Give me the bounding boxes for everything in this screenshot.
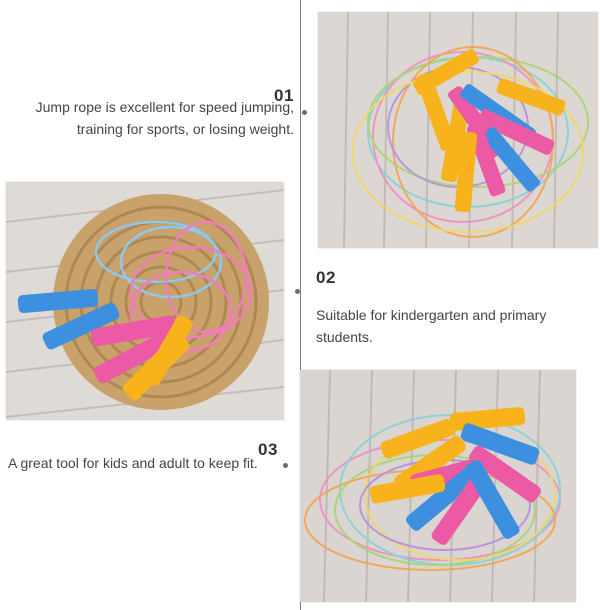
jump-ropes-on-mat-photo — [6, 182, 284, 420]
feature-text-03: A great tool for kids and adult to keep … — [8, 455, 258, 471]
jump-ropes-bundle-photo — [318, 12, 598, 248]
jump-ropes-heap-photo — [300, 370, 576, 602]
feature-number-03: 03 — [258, 440, 278, 459]
timeline-dot — [302, 110, 307, 115]
timeline-line — [300, 0, 301, 150]
feature-text-02: Suitable for kindergarten and primary st… — [316, 307, 547, 345]
feature-text-01: Jump rope is excellent for speed jumping… — [35, 99, 294, 137]
timeline-line — [300, 150, 301, 470]
feature-number-01: 01 — [274, 86, 294, 105]
feature-number-02: 02 — [316, 268, 336, 287]
timeline-dot — [283, 463, 288, 468]
timeline-dot — [295, 289, 300, 294]
